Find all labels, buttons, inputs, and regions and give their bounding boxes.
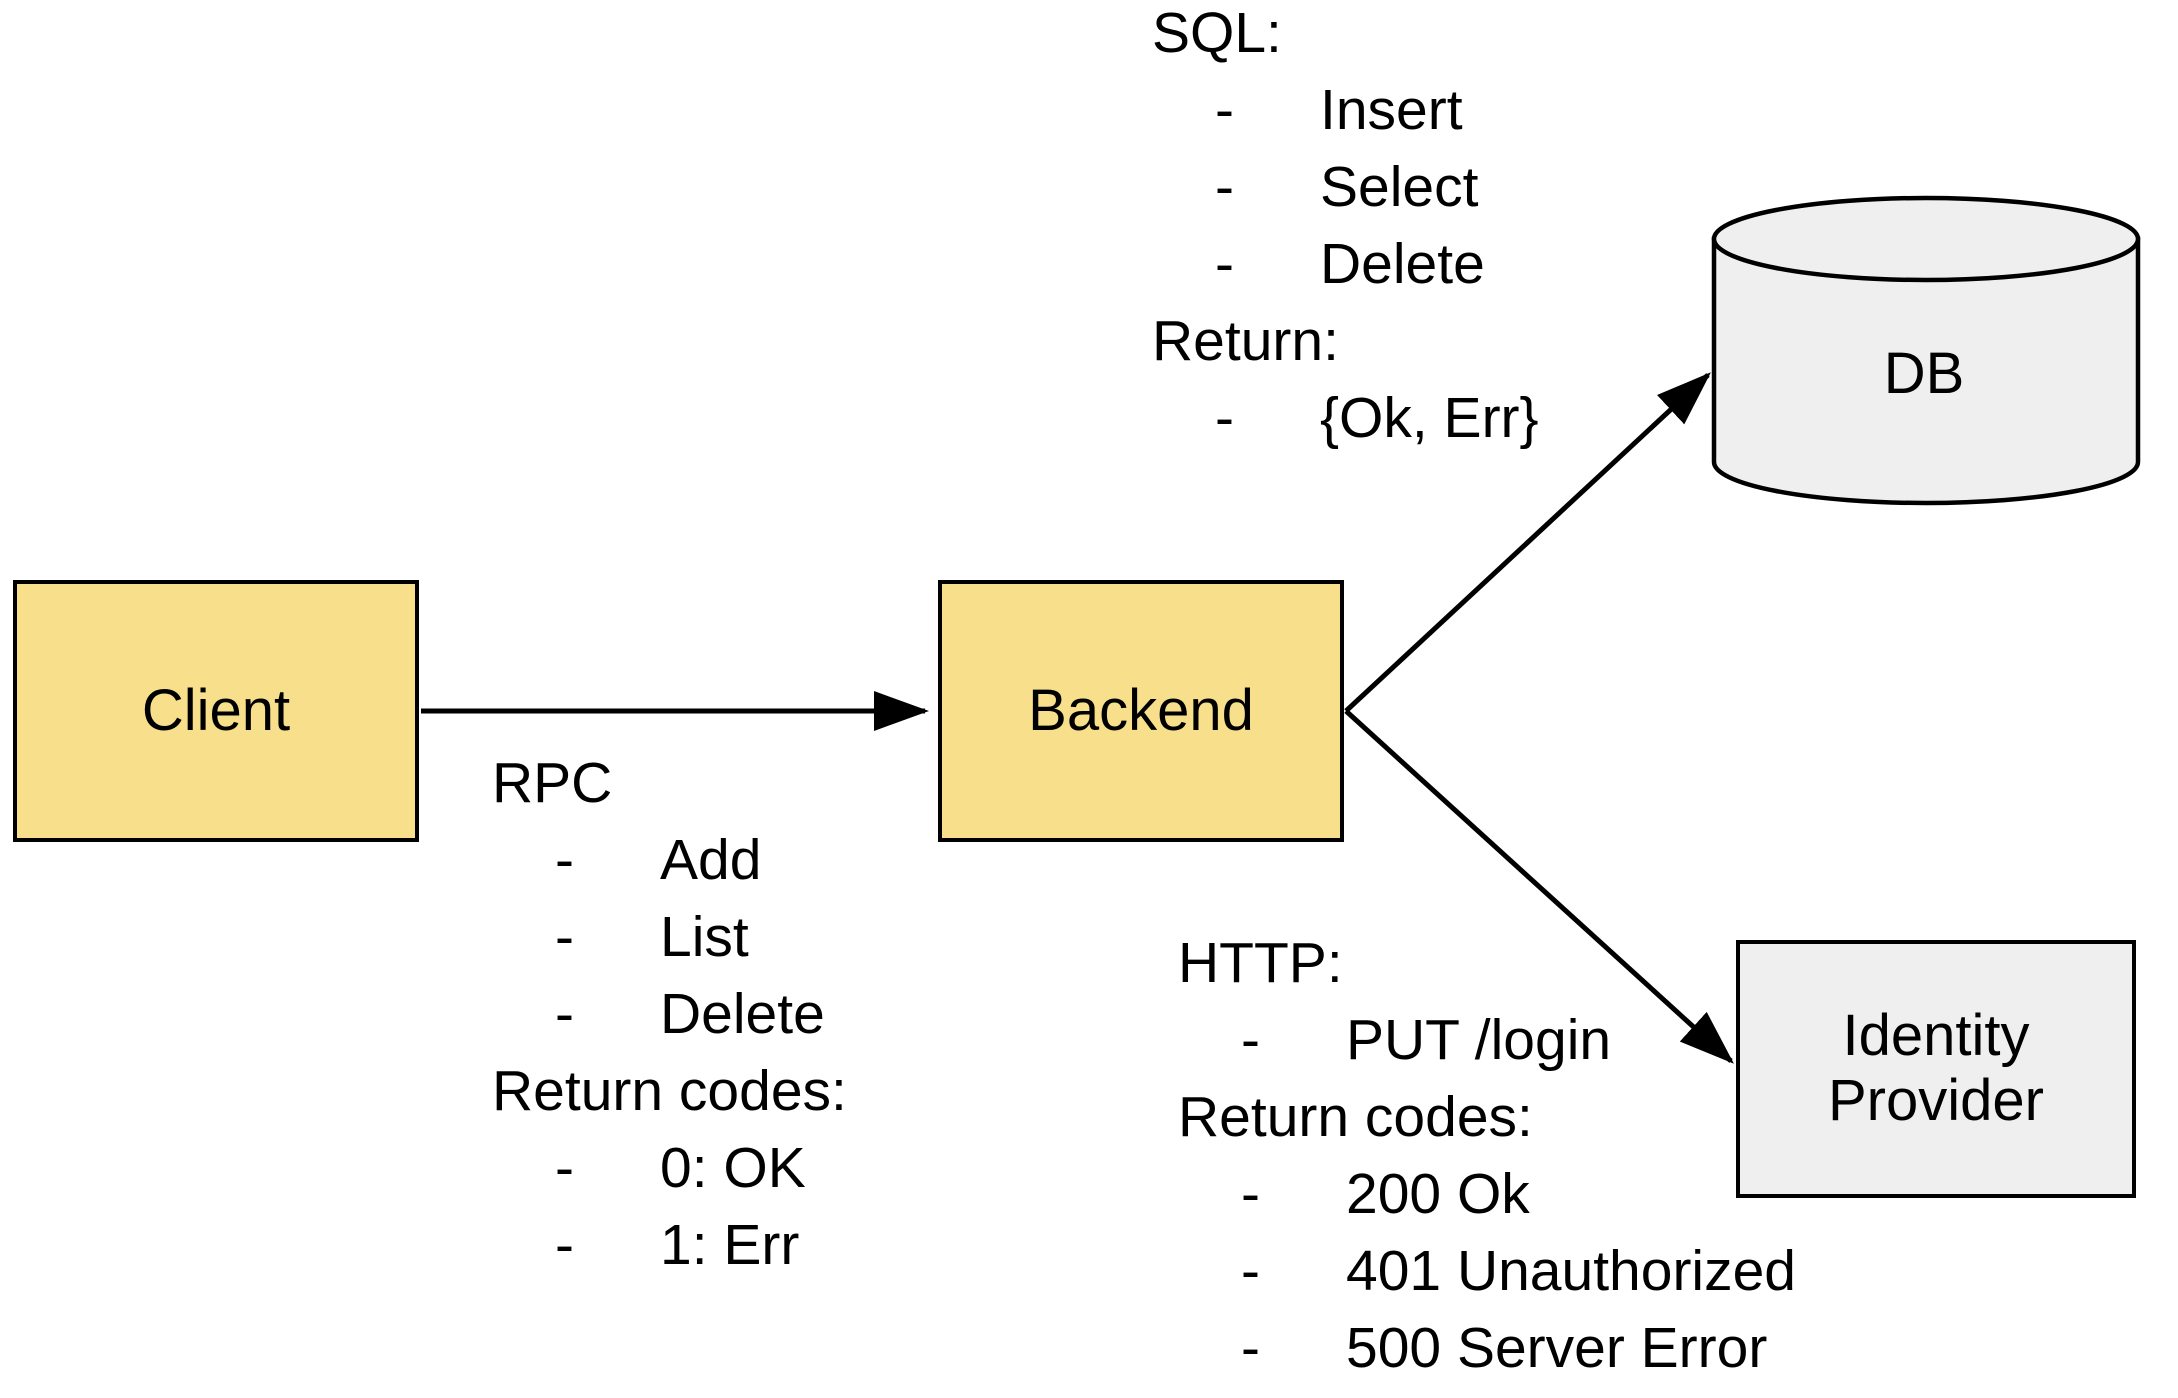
sql-item: - Delete [1152,226,1539,303]
annotation-sql: SQL: - Insert - Select - Delete Return: - {O… [1152,0,1539,457]
node-backend[interactable]: Backend [938,580,1344,842]
bullet-dash: - [555,905,574,969]
bullet-dash: - [555,1136,574,1200]
bullet-dash: - [1241,1162,1260,1226]
sql-heading: SQL: [1152,1,1282,65]
rpc-item: - Delete [492,976,847,1053]
node-identity-provider-label: Identity Provider [1828,1003,2044,1134]
idp-label-line-2: Provider [1828,1068,2044,1133]
rpc-return-item: - 0: OK [492,1130,847,1207]
rpc-item-label: Add [660,828,762,892]
rpc-return-label: 0: OK [660,1136,806,1200]
bullet-dash: - [555,1213,574,1277]
bullet-dash: - [1241,1008,1260,1072]
rpc-heading: RPC [492,751,613,815]
edge-backend-db [1344,372,1711,713]
sql-returns-heading: Return: [1152,309,1339,373]
http-return-item: - 401 Unauthorized [1178,1233,1796,1310]
rpc-returns-heading: Return codes: [492,1059,847,1123]
node-identity-provider[interactable]: Identity Provider [1736,940,2136,1198]
http-item-label: PUT /login [1346,1008,1612,1072]
sql-return-item: - {Ok, Err} [1152,380,1539,457]
rpc-item-label: Delete [660,982,825,1046]
http-return-label: 401 Unauthorized [1346,1239,1796,1303]
annotation-http: HTTP: -PUT /login Return codes: -200 Ok … [1178,925,1796,1387]
http-item: - PUT /login [1178,1002,1796,1079]
http-heading: HTTP: [1178,931,1343,995]
rpc-return-item: - 1: Err [492,1207,847,1284]
rpc-return-label: 1: Err [660,1213,800,1277]
bullet-dash: - [1215,386,1234,450]
sql-item: - Select [1152,149,1539,226]
node-client-label: Client [141,677,291,743]
rpc-item: - Add [492,822,847,899]
db-cylinder [1711,195,2141,506]
http-return-item: - 500 Server Error [1178,1310,1796,1387]
annotation-rpc: RPC - Add - List - Delete Return codes: - 0:… [492,745,847,1284]
http-returns-heading: Return codes: [1178,1085,1533,1149]
bullet-dash: - [555,828,574,892]
http-return-item: - 200 Ok [1178,1156,1796,1233]
node-client[interactable]: Client [13,580,419,842]
bullet-dash: - [555,982,574,1046]
bullet-dash: - [1215,232,1234,296]
bullet-dash: - [1215,78,1234,142]
sql-item-label: Insert [1320,78,1463,142]
sql-item: - Insert [1152,72,1539,149]
sql-return-label: {Ok, Err} [1320,386,1539,450]
sql-item-label: Select [1320,155,1479,219]
bullet-dash: - [1241,1239,1260,1303]
rpc-item-label: List [660,905,749,969]
bullet-dash: - [1241,1316,1260,1380]
http-return-label: 500 Server Error [1346,1316,1768,1380]
bullet-dash: - [1215,155,1234,219]
rpc-item: - List [492,899,847,976]
http-return-label: 200 Ok [1346,1162,1530,1226]
edge-backend-idp [1344,709,1734,1064]
node-backend-label: Backend [1028,677,1254,743]
sql-item-label: Delete [1320,232,1485,296]
idp-label-line-1: Identity [1842,1003,2030,1069]
